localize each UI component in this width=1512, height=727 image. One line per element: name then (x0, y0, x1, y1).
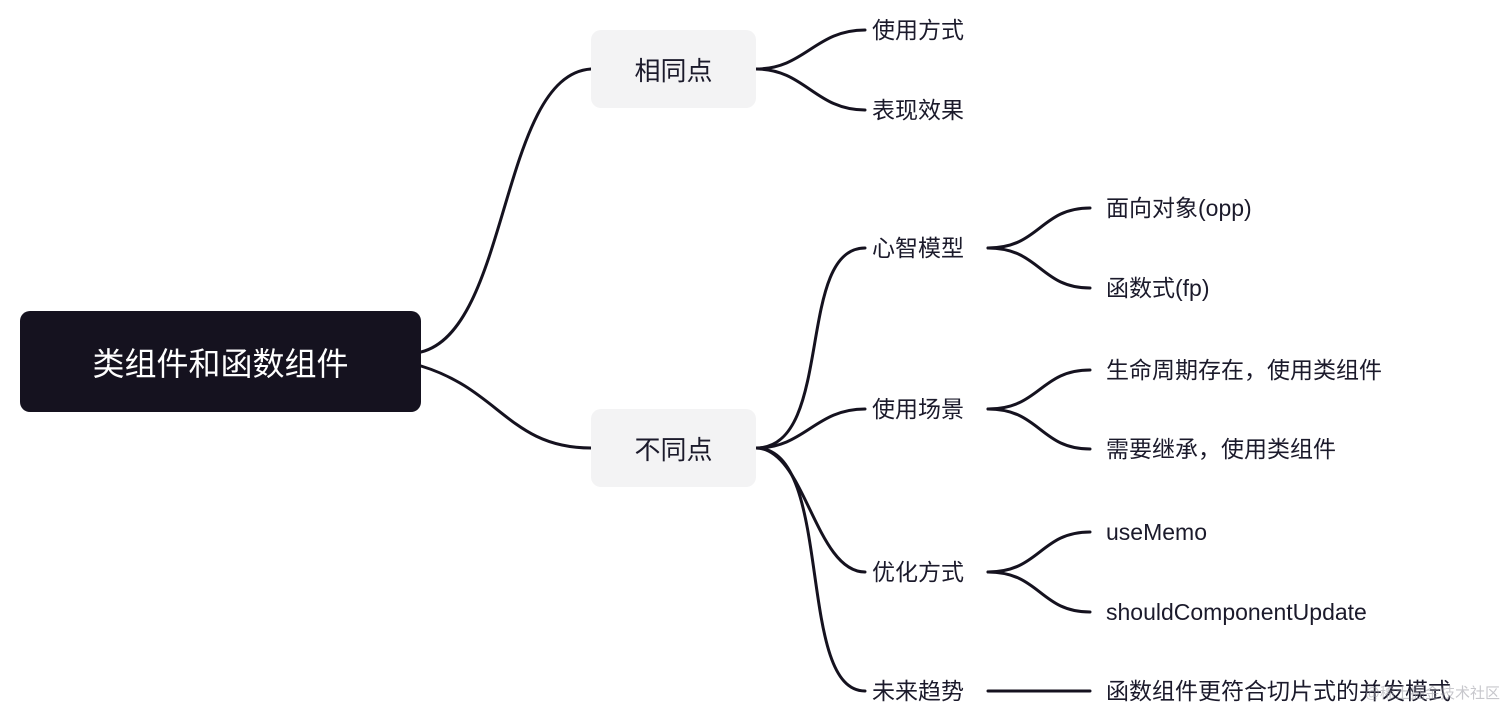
mental-oop-node[interactable]: 面向对象(opp) (1106, 195, 1252, 221)
same-effect-node[interactable]: 表现效果 (872, 97, 964, 123)
root-node[interactable]: 类组件和函数组件 (20, 311, 421, 412)
connector-scene-lifecycle (986, 368, 1092, 411)
optimize-usememo-node[interactable]: useMemo (1106, 519, 1207, 545)
diff-future-node[interactable]: 未来趋势 (872, 678, 964, 704)
diff-optimize-node[interactable]: 优化方式 (872, 559, 964, 585)
branch-same-node[interactable]: 相同点 (591, 30, 756, 108)
connector-diff-mental (754, 246, 867, 450)
diff-mental-model-node[interactable]: 心智模型 (872, 235, 964, 261)
connector-mental-fp (986, 246, 1092, 290)
watermark-text: @稀土掘金技术社区 (1364, 685, 1500, 702)
future-concurrent-node[interactable]: 函数组件更符合切片式的并发模式 (1106, 678, 1451, 704)
connector-optimize-usememo (986, 530, 1092, 574)
connector-mental-oop (986, 206, 1092, 250)
scene-inherit-node[interactable]: 需要继承，使用类组件 (1106, 436, 1336, 462)
scene-lifecycle-node[interactable]: 生命周期存在，使用类组件 (1106, 357, 1382, 383)
diff-scene-node[interactable]: 使用场景 (872, 396, 964, 422)
connector-same-effect (754, 67, 867, 112)
connector-scene-inherit (986, 407, 1092, 451)
connector-root-diff (419, 364, 593, 450)
branch-diff-node[interactable]: 不同点 (591, 409, 756, 487)
connector-optimize-scu (986, 570, 1092, 614)
same-usage-node[interactable]: 使用方式 (872, 17, 964, 43)
optimize-scu-node[interactable]: shouldComponentUpdate (1106, 599, 1367, 625)
connector-diff-future (754, 446, 867, 693)
connector-same-usage (754, 28, 867, 71)
mental-fp-node[interactable]: 函数式(fp) (1106, 275, 1210, 301)
connector-diff-scene (754, 407, 867, 450)
connector-root-same (419, 67, 593, 354)
